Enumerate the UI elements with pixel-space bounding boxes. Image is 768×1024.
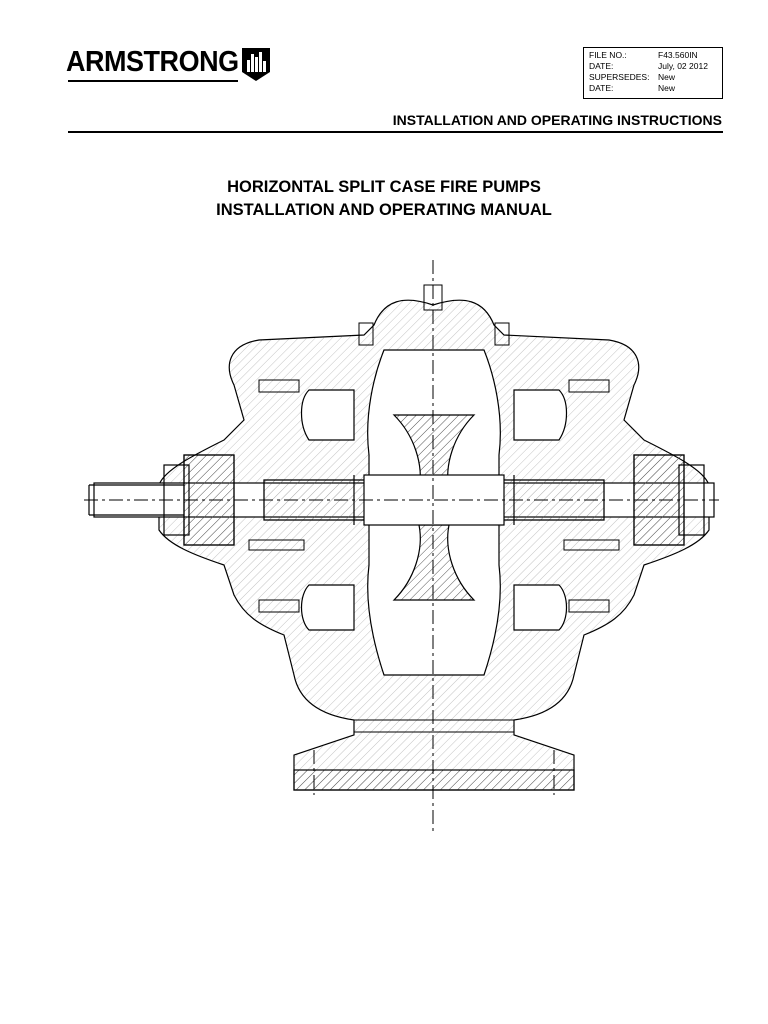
supersedes-date-label: DATE: [589, 83, 614, 93]
header-rule [68, 131, 723, 133]
document-title-line-1: HORIZONTAL SPLIT CASE FIRE PUMPS [227, 178, 541, 196]
section-title: INSTALLATION AND OPERATING INSTRUCTIONS [392, 112, 722, 128]
supersedes-value: New [658, 72, 676, 82]
file-info-box: FILE NO.: F43.560IN DATE: July, 02 2012 … [583, 47, 723, 99]
document-title-line-2: INSTALLATION AND OPERATING MANUAL [216, 201, 552, 219]
armstrong-logo: ARMSTRONG [66, 46, 270, 81]
date-label: DATE: [589, 61, 614, 71]
file-info-row: DATE: New [589, 83, 717, 94]
file-no-label: FILE NO.: [589, 50, 627, 60]
armstrong-building-shield-icon [242, 48, 270, 81]
logo-underline [68, 80, 238, 82]
brand-name: ARMSTRONG [66, 46, 239, 78]
file-no-value: F43.560IN [658, 50, 698, 60]
supersedes-date-value: New [658, 83, 676, 93]
file-info-row: DATE: July, 02 2012 [589, 61, 717, 72]
supersedes-label: SUPERSEDES: [589, 72, 650, 82]
file-info-row: SUPERSEDES: New [589, 72, 717, 83]
split-case-pump-cross-section-drawing [84, 260, 719, 835]
date-value: July, 02 2012 [658, 61, 708, 71]
file-info-row: FILE NO.: F43.560IN [589, 50, 717, 61]
